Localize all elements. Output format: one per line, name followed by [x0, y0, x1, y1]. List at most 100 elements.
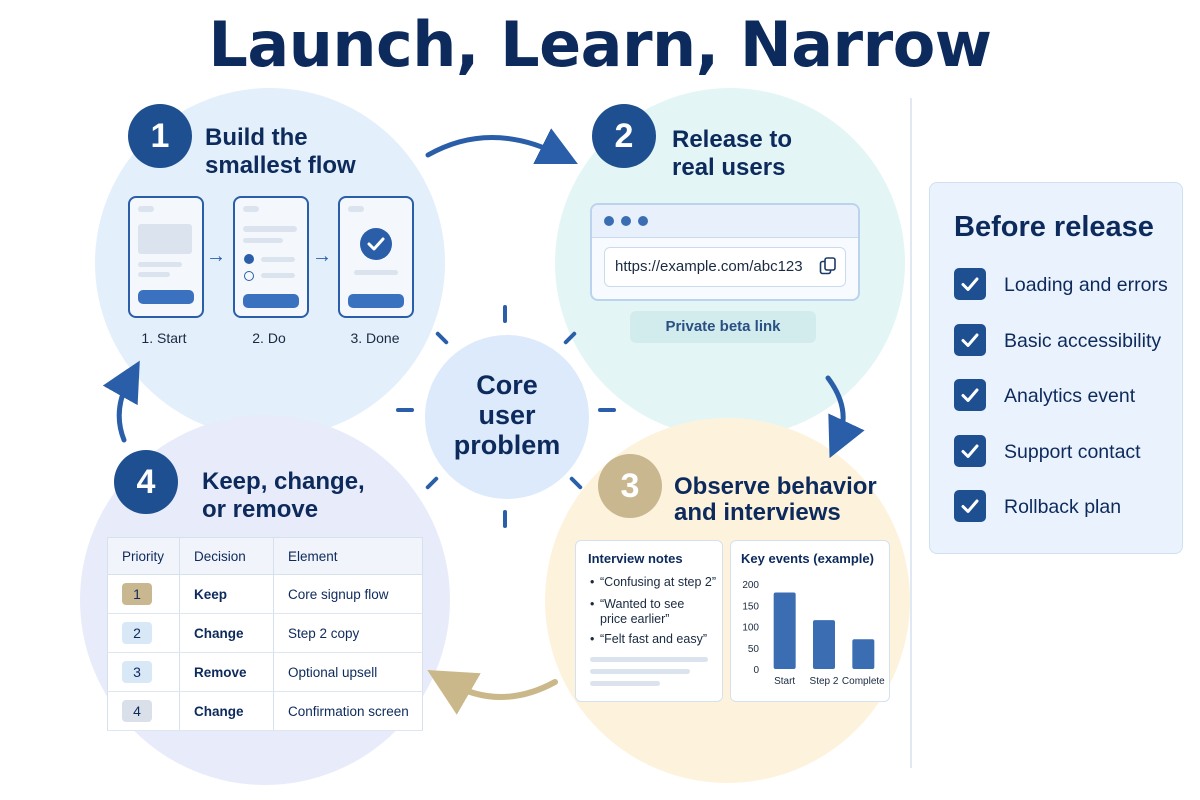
priority-badge: 3: [122, 661, 152, 683]
chart-title: Key events (example): [741, 551, 874, 566]
browser-window: https://example.com/abc123: [590, 203, 860, 301]
checklist-item-label: Rollback plan: [1004, 496, 1122, 518]
chart-bar: [852, 639, 875, 669]
checkbox-checked-icon[interactable]: [954, 490, 986, 522]
interview-notes-panel: Interview notes “Confusing at step 2” “W…: [575, 540, 723, 702]
window-dot-icon: [621, 216, 631, 226]
core-line: user: [478, 400, 536, 430]
priority-badge: 2: [122, 622, 152, 644]
column-header: Decision: [179, 537, 274, 575]
step4-title-line: or remove: [202, 496, 319, 523]
core-line: Core: [476, 370, 538, 400]
y-tick-label: 50: [748, 644, 760, 655]
priority-cell: 3: [107, 652, 180, 692]
arrow-2-to-3: [825, 375, 865, 459]
x-tick-label: Step 2: [810, 676, 839, 687]
step1-badge: 1: [128, 104, 192, 168]
check-circle-icon: [360, 228, 392, 260]
step2-title-line: Release to: [672, 126, 793, 153]
arrow-3-to-4: [427, 670, 558, 715]
priority-cell: 2: [107, 613, 180, 653]
element-cell: Core signup flow: [273, 574, 423, 614]
window-dot-icon: [604, 216, 614, 226]
priority-badge: 4: [122, 700, 152, 722]
checklist-item[interactable]: Loading and errors: [954, 268, 1184, 300]
checklist-title: Before release: [954, 211, 1154, 243]
step2-title-line: real users: [672, 154, 786, 181]
decision-cell: Remove: [179, 652, 274, 692]
decision-cell: Change: [179, 613, 274, 653]
x-tick-label: Complete: [842, 676, 885, 687]
arrow-4-to-1: [102, 360, 140, 443]
phone-done: [338, 196, 414, 318]
checklist-item[interactable]: Rollback plan: [954, 490, 1184, 522]
y-tick-label: 0: [753, 665, 759, 676]
interview-notes-title: Interview notes: [588, 551, 683, 566]
checkbox-checked-icon[interactable]: [954, 268, 986, 300]
checkbox-checked-icon[interactable]: [954, 323, 986, 356]
checkbox-checked-icon[interactable]: [954, 379, 986, 411]
element-cell: Step 2 copy: [273, 613, 423, 653]
flow-label: 3. Done: [350, 330, 400, 346]
url-text: https://example.com/abc123: [615, 258, 803, 275]
checkbox-checked-icon[interactable]: [954, 434, 986, 467]
flow-label: 1. Start: [141, 330, 187, 346]
step4-title-line: Keep, change,: [202, 468, 365, 495]
note-item: “Wanted to see price earlier”: [590, 597, 712, 627]
priority-badge: 1: [122, 583, 152, 605]
column-header: Priority: [107, 537, 180, 575]
checklist-item[interactable]: Analytics event: [954, 379, 1184, 411]
step3-title-line: Observe behavior: [674, 473, 877, 500]
flow-label: 2. Do: [252, 330, 286, 346]
priority-cell: 1: [107, 574, 180, 614]
flow-arrow-icon: →: [312, 245, 332, 267]
step1-title: Build the smallest flow: [205, 124, 356, 180]
step3-title: Observe behavior and interviews: [674, 474, 877, 526]
checklist-item-label: Analytics event: [1004, 385, 1136, 407]
checklist-item-label: Basic accessibility: [1004, 329, 1162, 352]
table-header-row: Priority Decision Element: [107, 537, 423, 575]
checklist-item-label: Support contact: [1004, 440, 1141, 463]
step3-badge: 3: [598, 454, 662, 518]
step2-title: Release to real users: [672, 126, 792, 182]
x-tick-label: Start: [774, 676, 795, 687]
chart-bar: [813, 620, 835, 669]
y-tick-label: 100: [742, 623, 759, 634]
checklist-item[interactable]: Basic accessibility: [954, 323, 1184, 356]
checklist-item[interactable]: Support contact: [954, 434, 1184, 467]
page-title: Launch, Learn, Narrow: [208, 8, 992, 81]
y-tick-label: 150: [742, 601, 759, 612]
step4-badge: 4: [114, 450, 178, 514]
private-beta-link[interactable]: Private beta link: [630, 311, 816, 343]
core-label: Core user problem: [425, 370, 589, 460]
url-field[interactable]: https://example.com/abc123: [604, 247, 846, 287]
decision-cell: Keep: [179, 574, 274, 614]
core-circle: [425, 335, 589, 499]
core-line: problem: [453, 430, 561, 460]
divider: [910, 98, 912, 768]
chart-bar: [773, 592, 796, 669]
step1-title-line: smallest flow: [205, 152, 356, 179]
element-cell: Optional upsell: [273, 652, 423, 692]
step4-title: Keep, change, or remove: [202, 468, 365, 524]
core-ray: [598, 408, 616, 412]
copy-icon[interactable]: [819, 257, 837, 275]
element-cell: Confirmation screen: [273, 691, 423, 731]
arrow-1-to-2: [425, 128, 578, 164]
note-item: “Felt fast and easy”: [590, 632, 726, 647]
step2-badge: 2: [592, 104, 656, 168]
browser-toolbar: [592, 205, 858, 238]
note-item: “Confusing at step 2”: [590, 575, 726, 590]
y-tick-label: 200: [742, 580, 759, 591]
column-header: Element: [273, 537, 423, 575]
step1-title-line: Build the: [205, 124, 308, 151]
core-ray: [503, 510, 507, 528]
